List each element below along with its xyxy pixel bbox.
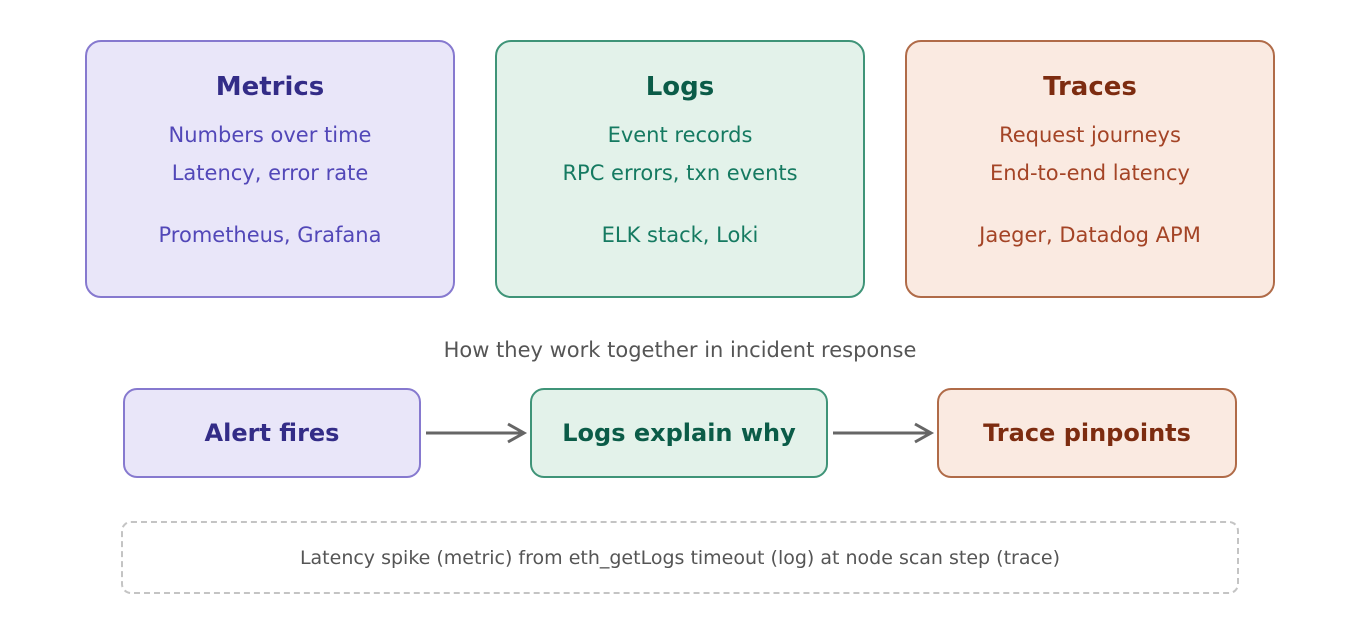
- card-traces-line-2: End-to-end latency: [990, 161, 1190, 185]
- card-metrics-tools: Prometheus, Grafana: [158, 223, 382, 247]
- pillars-row: Metrics Numbers over time Latency, error…: [85, 40, 1275, 298]
- card-logs-tools: ELK stack, Loki: [601, 223, 759, 247]
- incident-flow: Alert fires Logs explain why Trace pinpo…: [123, 388, 1237, 478]
- right-arrow-icon: [832, 422, 934, 444]
- card-traces-line-1: Request journeys: [999, 123, 1181, 147]
- example-caption-text: Latency spike (metric) from eth_getLogs …: [299, 546, 1061, 569]
- flow-step-logs-explain: Logs explain why: [530, 388, 828, 478]
- card-logs-line-2: RPC errors, txn events: [562, 161, 798, 185]
- right-arrow-icon: [425, 422, 527, 444]
- card-metrics-title: Metrics: [215, 72, 325, 102]
- card-traces-tools: Jaeger, Datadog APM: [979, 223, 1201, 247]
- card-metrics-line-2: Latency, error rate: [171, 161, 369, 185]
- section-subtitle: How they work together in incident respo…: [443, 338, 917, 362]
- flow-step-alert-fires: Alert fires: [123, 388, 421, 478]
- card-metrics-line-1: Numbers over time: [168, 123, 372, 147]
- card-logs-title: Logs: [645, 72, 715, 102]
- example-caption-box: Latency spike (metric) from eth_getLogs …: [121, 521, 1239, 594]
- card-traces-title: Traces: [1043, 72, 1137, 102]
- card-traces: Traces Request journeys End-to-end laten…: [905, 40, 1275, 298]
- card-logs-line-1: Event records: [607, 123, 753, 147]
- card-logs: Logs Event records RPC errors, txn event…: [495, 40, 865, 298]
- card-metrics: Metrics Numbers over time Latency, error…: [85, 40, 455, 298]
- flow-step-trace-pinpoints: Trace pinpoints: [937, 388, 1237, 478]
